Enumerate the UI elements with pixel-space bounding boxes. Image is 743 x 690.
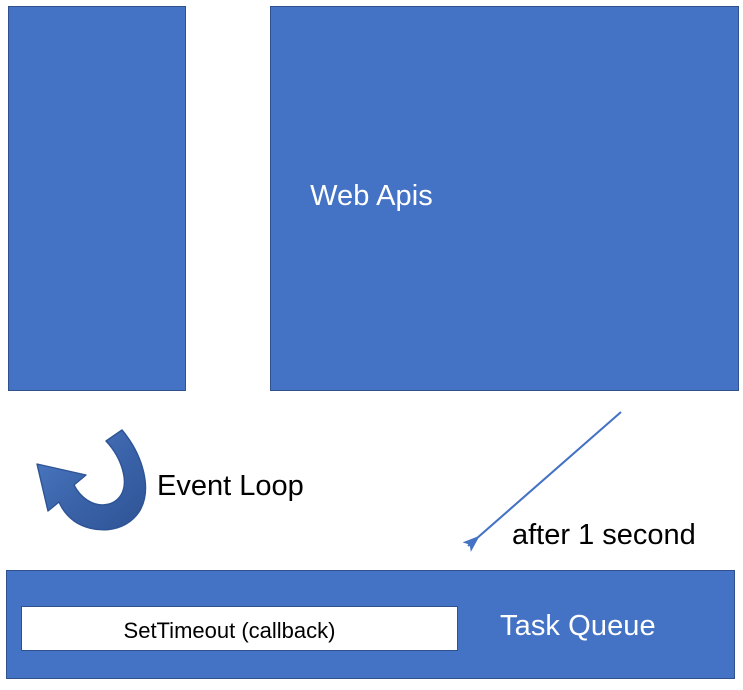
stack-box — [8, 6, 186, 391]
task-queue-box-label: Task Queue — [500, 610, 656, 642]
task-queue-item — [21, 606, 458, 651]
event-loop-label: Event Loop — [157, 470, 304, 502]
task-queue-item-label: SetTimeout (callback) — [123, 618, 336, 643]
web-apis-box — [270, 6, 739, 391]
web-apis-box-label: Web Apis — [310, 180, 433, 212]
after-one-second-label: after 1 second — [512, 519, 696, 551]
